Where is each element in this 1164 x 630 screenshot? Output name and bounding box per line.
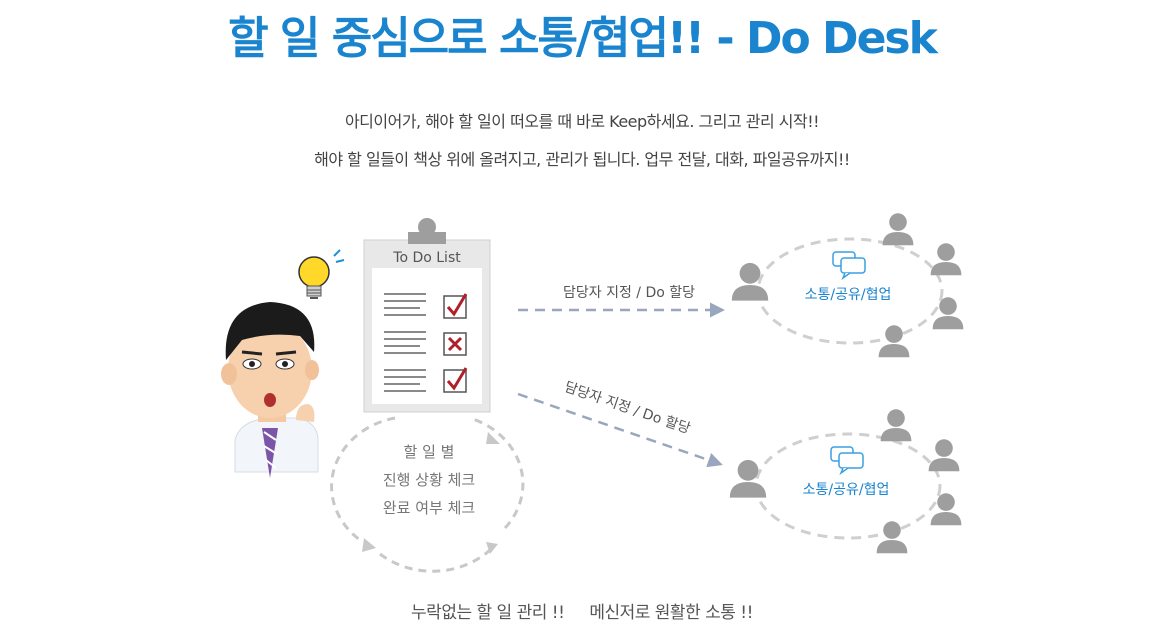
cycle-arrows (330, 416, 525, 573)
chat-icon (830, 446, 864, 474)
description-line-2: 해야 할 일들이 책상 위에 올려지고, 관리가 됩니다. 업무 전달, 대화,… (314, 150, 850, 169)
page-title: 할 일 중심으로 소통/협업!! - Do Desk (228, 13, 938, 64)
footer-left: 누락없는 할 일 관리 !! (411, 603, 565, 623)
footer: 누락없는 할 일 관리 !! 메신저로 원활한 소통 !! (0, 598, 1164, 623)
lightbulb-icon (298, 249, 345, 299)
chat-icon (832, 251, 866, 279)
footer-right: 메신저로 원활한 소통 !! (589, 603, 753, 623)
assign-label-top: 담당자 지정 / Do 할당 (563, 285, 695, 301)
todo-title: To Do List (392, 250, 461, 266)
todo-clipboard: To Do List (363, 218, 491, 413)
cycle-text-3: 완료 여부 체크 (383, 499, 475, 517)
description-line-1: 아디이어가, 해야 할 일이 떠오를 때 바로 Keep하세요. 그리고 관리 … (344, 112, 820, 131)
assign-arrow-bottom (517, 392, 723, 468)
group-label-bottom: 소통/공유/협업 (803, 482, 890, 498)
character-illustration (221, 302, 319, 478)
team-group-bottom: 소통/공유/협업 (729, 409, 962, 554)
group-label-top: 소통/공유/협업 (805, 287, 892, 303)
cycle-text-2: 진행 상황 체크 (383, 471, 475, 489)
assign-label-bottom: 담당자 지정 / Do 할당 (562, 379, 692, 437)
cycle-text-1: 할 일 별 (404, 443, 455, 461)
team-group-top: 소통/공유/협업 (731, 213, 964, 358)
